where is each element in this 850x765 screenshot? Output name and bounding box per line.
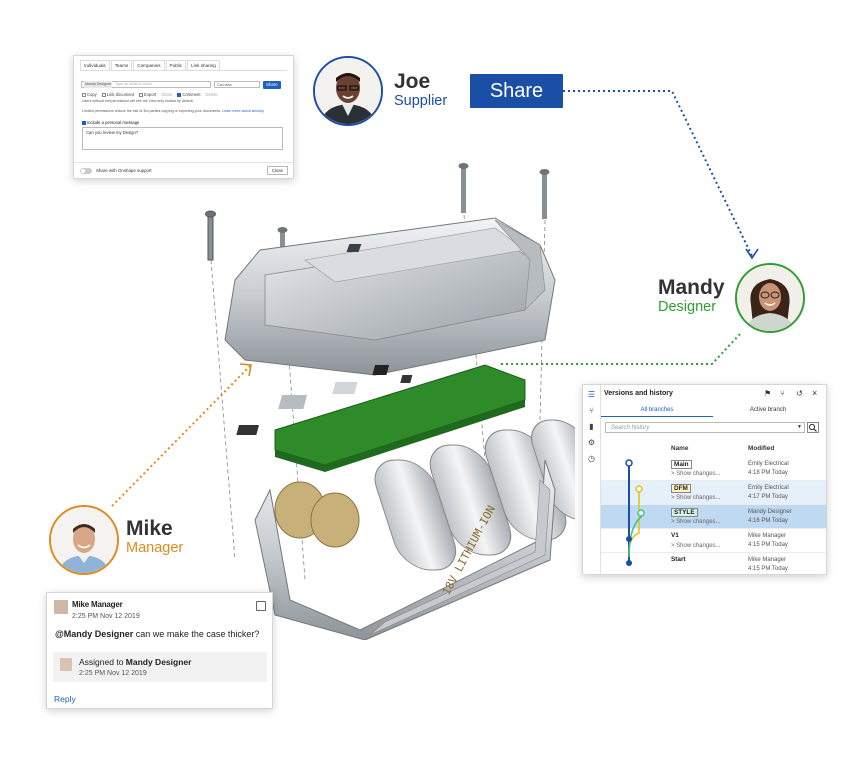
tab-link-sharing[interactable]: Link sharing — [187, 60, 220, 70]
permission-note: Users without edit permission will see t… — [82, 99, 194, 103]
close-button[interactable]: Close — [266, 166, 288, 175]
comment-body: @Mandy Designer can we make the case thi… — [55, 629, 260, 639]
mike-role: Manager — [126, 540, 184, 556]
resolve-checkbox[interactable] — [256, 601, 266, 611]
mandy-name: Mandy — [658, 276, 725, 299]
create-branch-icon[interactable]: ⑂ — [780, 389, 785, 398]
tab-public[interactable]: Public — [165, 60, 187, 70]
history-row-v1[interactable]: V1 > Show changes... Mike Manager 4:15 P… — [601, 529, 826, 553]
history-row-start[interactable]: Start Mike Manager 4:15 PM Today — [671, 556, 788, 572]
branch-graph — [625, 459, 645, 566]
tab-companies[interactable]: Companies — [133, 60, 165, 70]
clock-icon[interactable]: ◷ — [588, 454, 595, 463]
mandy-role: Designer — [658, 299, 717, 315]
comment-time: 2:25 PM Nov 12 2019 — [72, 613, 140, 620]
screw-1 — [205, 210, 216, 261]
comment-author: Mike Manager — [72, 600, 123, 609]
security-link[interactable]: Learn more about security — [222, 109, 264, 113]
screw-4 — [539, 169, 550, 219]
assigned-to: Assigned to Mandy Designer — [79, 657, 192, 667]
assignment-box: Assigned to Mandy Designer 2:25 PM Nov 1… — [53, 652, 267, 682]
parts-icon[interactable]: ⚙ — [587, 438, 596, 447]
tab-individuals[interactable]: Individuals — [80, 60, 110, 70]
branch-icon[interactable]: ⑂ — [589, 406, 594, 415]
versions-sidebar: ☰ ⑂ ▮ ⚙ ◷ — [583, 385, 601, 574]
assignee-avatar — [60, 658, 72, 671]
mention-mandy[interactable]: @Mandy Designer — [55, 629, 134, 639]
tab-teams[interactable]: Teams — [110, 60, 133, 70]
personal-message-input[interactable]: Can you review my Design? — [82, 127, 283, 150]
comment-card: Mike Manager 2:25 PM Nov 12 2019 @Mandy … — [46, 592, 273, 709]
share-dialog-footer: Share with Onshape support Close — [74, 162, 293, 179]
perm-share[interactable]: Share — [161, 92, 173, 97]
joe-name: Joe — [394, 70, 431, 93]
versions-panel: ☰ ⑂ ▮ ⚙ ◷ Versions and history ⚑ ⑂ ↺ × A… — [582, 384, 827, 575]
security-note: Limited permissions reduce the risk of 3… — [82, 109, 264, 113]
battery-pack-model[interactable]: 18V LITHIUM-ION — [195, 160, 575, 640]
search-icon — [808, 423, 817, 432]
mike-avatar — [49, 505, 119, 575]
tab-all-branches[interactable]: All branches — [601, 407, 713, 417]
perm-copy[interactable]: Copy — [82, 92, 97, 97]
perm-delete[interactable]: Delete — [205, 92, 218, 97]
joe-avatar — [313, 56, 383, 126]
assigned-time: 2:25 PM Nov 12 2019 — [79, 670, 147, 677]
email-chip[interactable]: Mandy Designer — [84, 81, 113, 88]
comment-icon[interactable]: ▮ — [589, 422, 594, 431]
share-button[interactable]: Share — [470, 74, 563, 108]
share-submit-button[interactable]: Share — [263, 80, 281, 89]
versions-title: Versions and history — [604, 390, 673, 397]
list-icon[interactable]: ☰ — [587, 390, 596, 399]
mike-name: Mike — [126, 517, 173, 540]
include-message-checkbox[interactable]: Include a personal message — [82, 120, 139, 125]
email-input[interactable]: Mandy Designer Type an email or name — [81, 81, 211, 88]
email-placeholder: Type an email or name — [115, 82, 152, 86]
joe-portrait-icon — [315, 58, 381, 124]
joe-role: Supplier — [394, 93, 448, 109]
share-tabs: Individuals Teams Companies Public Link … — [80, 60, 287, 71]
chevron-down-icon[interactable]: ▼ — [797, 424, 802, 430]
support-toggle[interactable] — [80, 168, 92, 174]
reply-link[interactable]: Reply — [54, 694, 76, 704]
tab-active-branch[interactable]: Active branch — [749, 407, 787, 413]
screw-3 — [458, 163, 469, 213]
restore-icon[interactable]: ↺ — [796, 389, 803, 398]
search-button[interactable] — [807, 422, 819, 433]
share-dialog: Individuals Teams Companies Public Link … — [73, 55, 294, 179]
comment-author-avatar — [54, 600, 68, 614]
search-history-input[interactable]: Search history — [605, 422, 805, 433]
mandy-avatar — [735, 263, 805, 333]
support-label: Share with Onshape support — [96, 168, 152, 173]
col-modified-header: Modified — [748, 445, 775, 452]
col-name-header: Name — [671, 445, 689, 452]
perm-link-document[interactable]: Link document — [101, 92, 134, 97]
history-row-main[interactable]: Main > Show changes... Emily Electrical … — [601, 457, 826, 481]
perm-export[interactable]: Export — [139, 92, 156, 97]
perm-comment[interactable]: Comment — [177, 92, 200, 97]
permission-checkboxes: Copy Link document Export Share Comment … — [82, 92, 218, 97]
permission-select[interactable]: Can view — [214, 81, 260, 88]
create-version-icon[interactable]: ⚑ — [764, 389, 772, 398]
mike-portrait-icon — [51, 507, 117, 573]
close-icon[interactable]: × — [812, 388, 818, 398]
mandy-portrait-icon — [737, 265, 803, 331]
